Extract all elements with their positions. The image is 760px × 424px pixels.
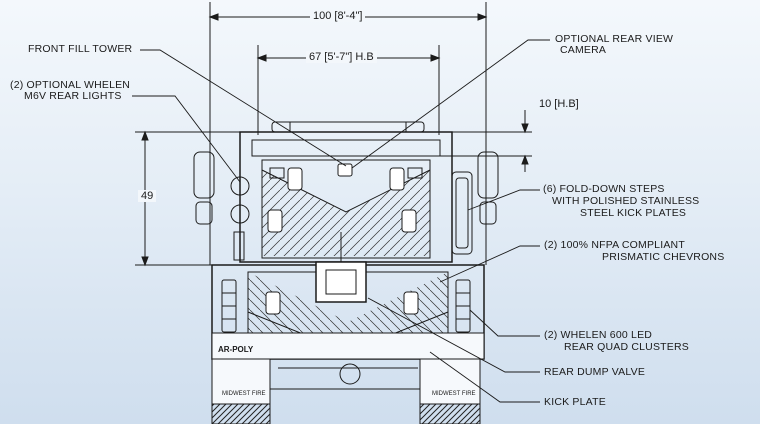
fold-down-steps-label-2: WITH POLISHED STAINLESS: [552, 195, 700, 207]
light-bar: [271, 121, 425, 133]
quad-clusters-label-2: REAR QUAD CLUSTERS: [564, 341, 689, 353]
left-side-lights: [193, 151, 250, 261]
chevrons-label-1: (2) 100% NFPA COMPLIANT: [544, 239, 685, 251]
model-badge: AR-POLY: [218, 345, 254, 354]
fold-down-steps-label-1: (6) FOLD-DOWN STEPS: [543, 183, 665, 195]
hose-bed-width-label: 67 [5'-7"] H.B: [306, 51, 377, 63]
quad-clusters-label-1: (2) WHELEN 600 LED: [544, 329, 653, 341]
fold-down-steps-label-3: STEEL KICK PLATES: [580, 207, 687, 219]
upper-lights: [267, 163, 423, 233]
rear-dump-valve-label: REAR DUMP VALVE: [544, 366, 646, 378]
body-height-dimension: [135, 130, 240, 267]
right-wheel: [419, 401, 481, 424]
chevrons-label-2: PRISMATIC CHEVRONS: [602, 251, 725, 263]
kick-plate-label: KICK PLATE: [544, 396, 606, 408]
body-height-label: 49: [138, 190, 157, 202]
upper-compartment: [239, 131, 453, 263]
rear-lights-label-2: M6V REAR LIGHTS: [24, 90, 122, 102]
right-mudflap-text: MIDWEST FIRE: [432, 391, 476, 397]
hose-bed-width-dimension: [256, 45, 441, 135]
hose-bed-height-label: 10 [H.B]: [539, 98, 579, 110]
rear-lights-label-1: (2) OPTIONAL WHELEN: [10, 79, 131, 91]
left-wheel: [211, 401, 271, 424]
front-fill-tower-label: FRONT FILL TOWER: [28, 43, 133, 55]
left-mudflap: [211, 358, 271, 405]
overall-width-label: 100 [8'-4"]: [310, 10, 366, 22]
lower-body: [211, 232, 485, 360]
rear-frame: [259, 358, 437, 390]
leader-lines: [132, 39, 550, 403]
right-side-lights: [451, 151, 499, 255]
hose-bed-height-dimension: [415, 110, 532, 172]
rear-view-camera-label-1: OPTIONAL REAR VIEW: [555, 33, 674, 45]
left-mudflap-text: MIDWEST FIRE: [222, 391, 266, 397]
rear-view-camera-label-2: CAMERA: [560, 44, 607, 56]
kick-plate: [211, 332, 485, 360]
